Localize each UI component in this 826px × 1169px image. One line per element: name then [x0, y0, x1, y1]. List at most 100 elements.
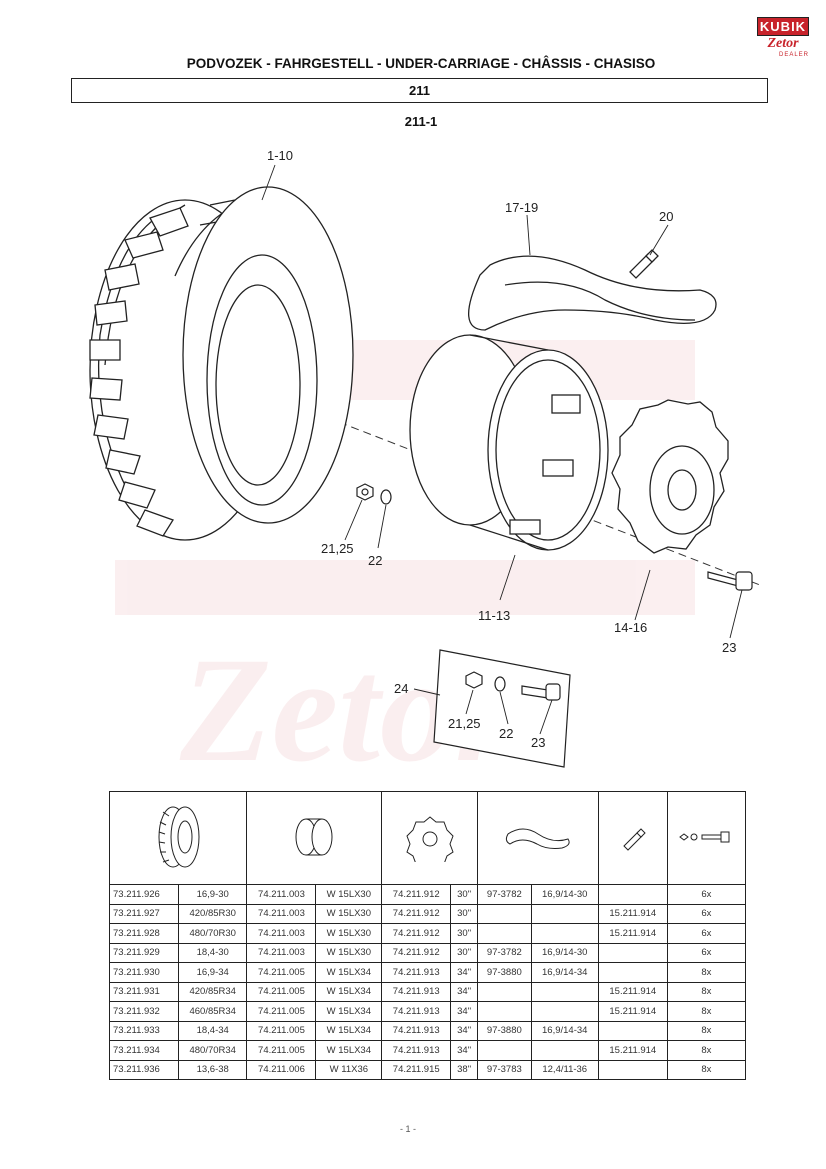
- tyre-size: 460/85R34: [177, 1001, 248, 1022]
- rim-size: W 15LX30: [315, 884, 383, 905]
- tube-part-number: 97-3782: [477, 884, 532, 905]
- tube-size: 16,9/14-30: [530, 942, 599, 963]
- tube-part-number: [477, 981, 532, 1002]
- rim-size: W 15LX34: [315, 1001, 383, 1022]
- valve-drawing: [629, 249, 659, 279]
- disc-part-number: 74.211.912: [381, 884, 452, 905]
- rim-part-number: 74.211.005: [246, 962, 317, 983]
- rim-part-number: 74.211.005: [246, 981, 317, 1002]
- disc-part-number: 74.211.913: [381, 962, 452, 983]
- bolt-drawing: [707, 571, 753, 591]
- callout-kit: 24: [394, 681, 408, 696]
- tyre-part-number: 73.211.934: [109, 1040, 179, 1061]
- disc-part-number: 74.211.913: [381, 1001, 452, 1022]
- tyre-part-number: 73.211.936: [109, 1059, 179, 1080]
- tube-size: 16,9/14-34: [530, 1020, 599, 1041]
- disc-part-number: 74.211.912: [381, 942, 452, 963]
- tyre-part-number: 73.211.933: [109, 1020, 179, 1041]
- bolt-kit-drawing: [433, 649, 571, 768]
- tyre-part-number: 73.211.928: [109, 923, 179, 944]
- disc-part-number: 74.211.913: [381, 1020, 452, 1041]
- disc-size: 38": [450, 1059, 479, 1080]
- disc-part-number: 74.211.915: [381, 1059, 452, 1080]
- rim-part-number: 74.211.005: [246, 1040, 317, 1061]
- tube-size: 16,9/14-30: [530, 884, 599, 905]
- disc-size: 30": [450, 884, 479, 905]
- tyre-size: 420/85R30: [177, 903, 248, 924]
- rim-part-number: 74.211.006: [246, 1059, 317, 1080]
- tube-size: 12,4/11-36: [530, 1059, 599, 1080]
- exploded-wheel-drawing: Zetor: [89, 148, 761, 790]
- callout-nut: 21,25: [321, 541, 354, 556]
- callout-rim: 11-13: [478, 608, 510, 623]
- tube-part-number: 97-3783: [477, 1059, 532, 1080]
- valve-part-number: [597, 1020, 668, 1041]
- tyre-part-number: 73.211.932: [109, 1001, 179, 1022]
- tyre-size: 480/70R30: [177, 923, 248, 944]
- rim-size: W 15LX34: [315, 1040, 383, 1061]
- tyre-part-number: 73.211.927: [109, 903, 179, 924]
- tyre-size: 16,9-34: [177, 962, 248, 983]
- rim-part-number: 74.211.003: [246, 923, 317, 944]
- tyre-size: 480/70R34: [177, 1040, 248, 1061]
- bolt-count: 8x: [666, 1040, 747, 1061]
- rim-part-number: 74.211.003: [246, 884, 317, 905]
- callout-kit-bolt: 23: [531, 735, 545, 750]
- tube-part-number: [477, 923, 532, 944]
- logo-sub: DEALER: [778, 52, 809, 58]
- bolt-set-icon: [666, 791, 747, 885]
- tyre-size: 18,4-30: [177, 942, 248, 963]
- disc-part-number: 74.211.912: [381, 903, 452, 924]
- rim-part-number: 74.211.003: [246, 942, 317, 963]
- disc-part-number: 74.211.912: [381, 923, 452, 944]
- rim-size: W 15LX34: [315, 1020, 383, 1041]
- rim-size: W 15LX30: [315, 942, 383, 963]
- tyre-part-number: 73.211.929: [109, 942, 179, 963]
- valve-part-number: 15.211.914: [597, 903, 668, 924]
- logo-brand: KUBIK: [757, 17, 809, 36]
- tube-size: [530, 923, 599, 944]
- rim-size: W 11X36: [315, 1059, 383, 1080]
- valve-icon: [597, 791, 668, 885]
- bolt-count: 6x: [666, 884, 747, 905]
- bolt-count: 6x: [666, 903, 747, 924]
- callout-tube: 17-19: [505, 200, 538, 215]
- disc-part-number: 74.211.913: [381, 981, 452, 1002]
- section-number: 211: [71, 78, 768, 103]
- rim-size: W 15LX30: [315, 923, 383, 944]
- valve-part-number: 15.211.914: [597, 1040, 668, 1061]
- bolt-count: 8x: [666, 1059, 747, 1080]
- disc-size: 34": [450, 1040, 479, 1061]
- wheel-disc-icon: [381, 791, 479, 885]
- valve-part-number: [597, 884, 668, 905]
- disc-size: 30": [450, 942, 479, 963]
- bolt-count: 8x: [666, 962, 747, 983]
- tyre-size: 420/85R34: [177, 981, 248, 1002]
- rim-part-number: 74.211.003: [246, 903, 317, 924]
- bolt-count: 6x: [666, 923, 747, 944]
- rim-drawing: [409, 334, 609, 551]
- table-icon-row: [108, 791, 747, 885]
- tyre-part-number: 73.211.931: [109, 981, 179, 1002]
- tube-part-number: [477, 1001, 532, 1022]
- callout-tyre: 1-10: [267, 148, 293, 163]
- tube-size: [530, 903, 599, 924]
- rim-size: W 15LX34: [315, 962, 383, 983]
- callout-washer: 22: [368, 553, 382, 568]
- disc-size: 34": [450, 1020, 479, 1041]
- bolt-count: 8x: [666, 1001, 747, 1022]
- rim-part-number: 74.211.005: [246, 1001, 317, 1022]
- rim-icon: [246, 791, 383, 885]
- bolt-count: 8x: [666, 981, 747, 1002]
- subsection-number: 211-1: [404, 114, 438, 129]
- tube-size: [530, 1040, 599, 1061]
- tyre-part-number: 73.211.930: [109, 962, 179, 983]
